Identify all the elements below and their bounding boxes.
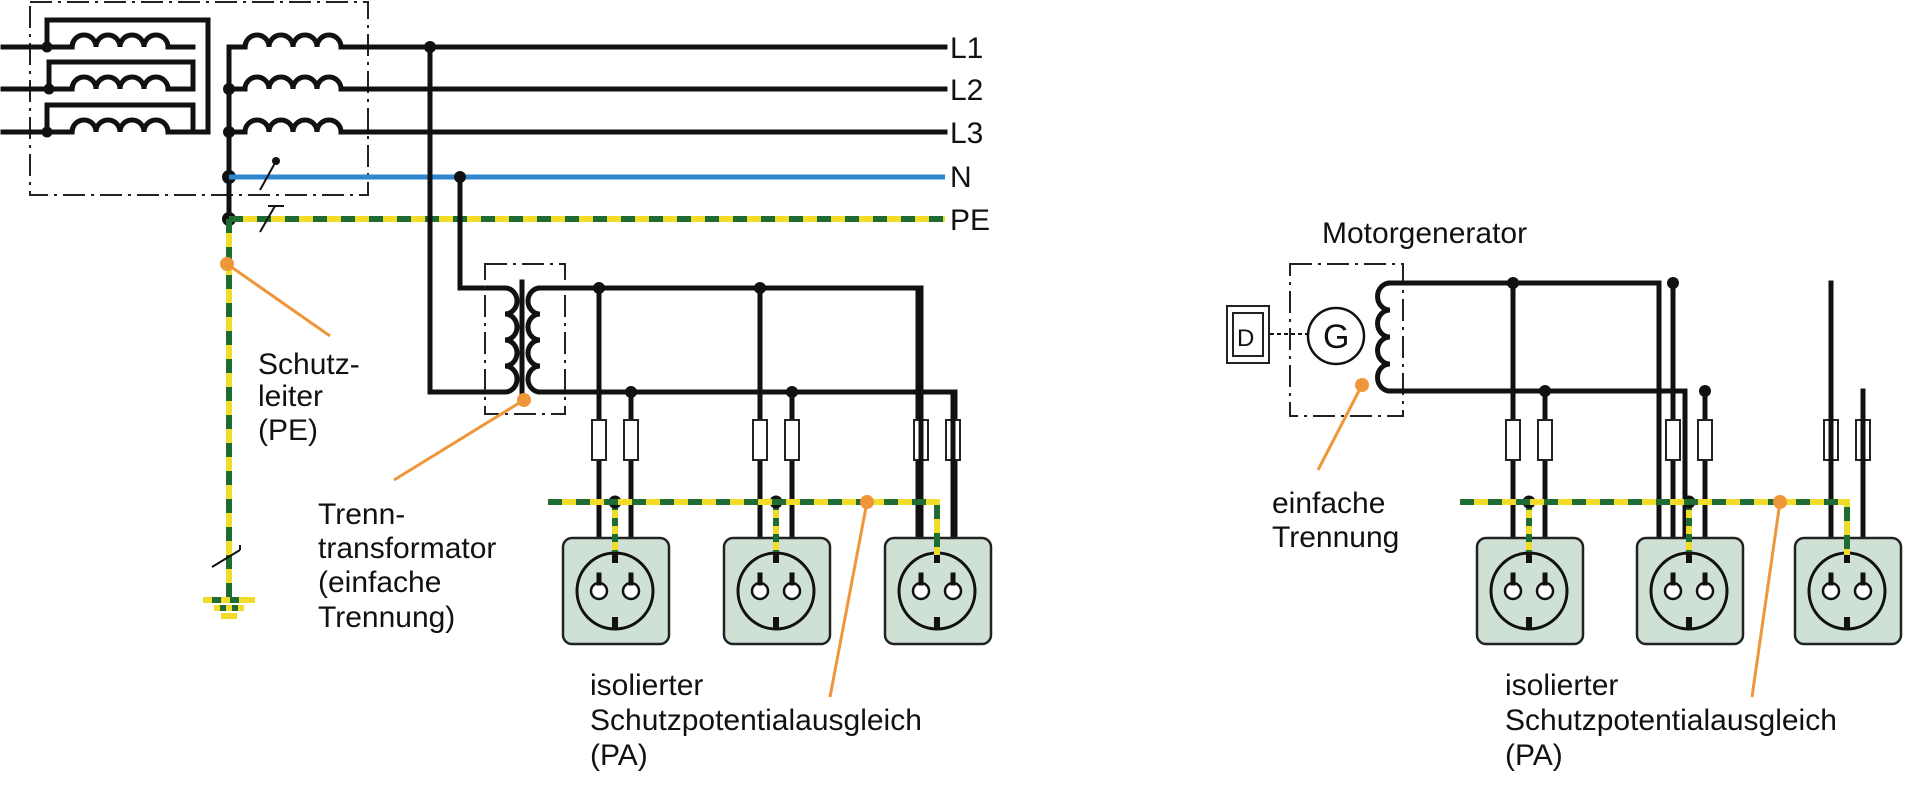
primary-coil-3 xyxy=(69,117,181,135)
annotation-pa-right-3: (PA) xyxy=(1505,739,1563,772)
annotation-pa-right-1: isolierter xyxy=(1505,669,1618,702)
transformer-secondary-coil xyxy=(525,285,603,395)
feed-L1 xyxy=(427,44,498,395)
annotation-transformer-1: Trenn- xyxy=(318,498,405,531)
motor-letter: D xyxy=(1237,325,1254,352)
socket-outlet xyxy=(1635,277,1745,646)
motor-symbol: D xyxy=(1226,305,1270,364)
leader-separation xyxy=(1316,384,1364,471)
annotation-transformer-4: Trennung) xyxy=(318,601,455,634)
pe-switch-mark xyxy=(259,205,284,233)
annotation-transformer-2: transformator xyxy=(318,532,496,565)
secondary-coil-L2 xyxy=(226,74,948,92)
pe-conductor xyxy=(226,216,945,600)
primary-delta-return xyxy=(175,57,211,135)
label-L1: L1 xyxy=(950,32,983,65)
star-point-bus xyxy=(226,44,248,223)
secondary-bus-1 xyxy=(537,285,921,563)
socket-outlet xyxy=(883,419,993,646)
transformer-primary-coil xyxy=(492,285,520,395)
annotation-separation-1: einfache xyxy=(1272,487,1385,520)
right-socket-group xyxy=(1475,277,1903,646)
feed-N xyxy=(457,174,498,291)
label-N: N xyxy=(950,161,972,194)
label-PE: PE xyxy=(950,204,990,237)
transformer-enclosure xyxy=(29,1,369,196)
socket-outlet xyxy=(722,282,832,646)
leader-pe xyxy=(226,262,331,338)
motorgenerator-title: Motorgenerator xyxy=(1322,217,1527,250)
pa-conductor-right xyxy=(1460,499,1850,555)
fuse xyxy=(784,419,800,461)
neutral-switch-mark xyxy=(259,162,276,191)
earth-symbol xyxy=(203,597,255,619)
fuse xyxy=(1537,419,1553,461)
annotation-separation-2: Trennung xyxy=(1272,521,1399,554)
secondary-coil-L3 xyxy=(226,117,948,135)
annotation-pe-3: (PE) xyxy=(258,414,318,447)
label-L2: L2 xyxy=(950,74,983,107)
generator-symbol: G xyxy=(1306,306,1366,366)
fuse xyxy=(591,419,607,461)
generator-letter: G xyxy=(1323,318,1349,356)
earth-switch-mark xyxy=(211,545,241,568)
supply-transformer xyxy=(0,1,948,226)
fuse xyxy=(1665,419,1681,461)
secondary-coil-L1 xyxy=(242,32,948,50)
line-labels: L1 L2 L3 N PE xyxy=(950,32,990,237)
motorgenerator-enclosure xyxy=(1289,263,1404,417)
gen-bus-2 xyxy=(1387,388,1688,563)
socket-outlet xyxy=(561,282,671,646)
gen-bus-1 xyxy=(1387,280,1662,563)
isolating-transformer xyxy=(484,263,603,415)
fuse xyxy=(1697,419,1713,461)
primary-coil-1 xyxy=(69,32,196,50)
annotation-pa-left-2: Schutzpotentialausgleich xyxy=(590,704,922,737)
generator-coil xyxy=(1375,280,1403,394)
annotation-pa-right-2: Schutzpotentialausgleich xyxy=(1505,704,1837,737)
pa-conductor-left xyxy=(548,499,940,555)
fuse xyxy=(623,419,639,461)
annotation-pa-left-1: isolierter xyxy=(590,669,703,702)
annotation-transformer-3: (einfache xyxy=(318,566,441,599)
leader-transformer xyxy=(393,398,525,482)
annotation-pa-left-3: (PA) xyxy=(590,739,648,772)
left-socket-group xyxy=(561,282,993,646)
annotation-pe-2: leiter xyxy=(258,380,323,413)
annotation-pe-1: Schutz- xyxy=(258,348,360,381)
secondary-bus-2 xyxy=(537,389,958,563)
primary-coil-2 xyxy=(69,74,181,92)
leader-pa-right xyxy=(1750,501,1782,698)
primary-wiring xyxy=(0,17,211,135)
label-L3: L3 xyxy=(950,117,983,150)
socket-outlet xyxy=(1475,277,1585,646)
leader-pa-left xyxy=(828,501,869,698)
fuse xyxy=(1505,419,1521,461)
fuse xyxy=(752,419,768,461)
